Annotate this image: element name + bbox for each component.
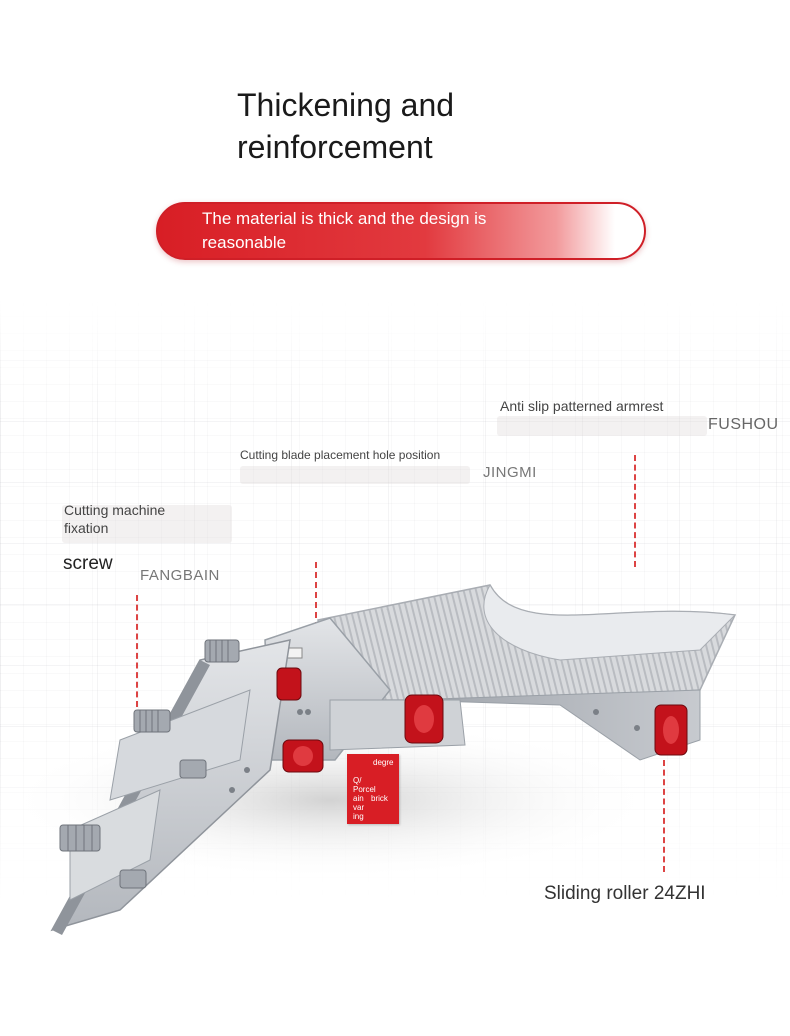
fixation-plate <box>109 689 251 801</box>
subtitle-text: The material is thick and the design is … <box>202 209 487 252</box>
label-glow <box>497 416 707 436</box>
porcelain-brick-sticker: degre Q/ Porcel ain var ing brick <box>347 754 399 824</box>
callout-armrest-code: FUSHOU <box>708 416 779 433</box>
callout-blade-code: JINGMI <box>483 464 537 481</box>
callout-armrest: Anti slip patterned armrest <box>500 398 664 414</box>
screw-threads <box>67 640 229 851</box>
sticker-brick-text: brick <box>371 794 388 803</box>
leader-line-screw <box>136 595 138 707</box>
subtitle-banner: The material is thick and the design is … <box>156 202 646 260</box>
sticker-porcelain-text: Q/ Porcel ain var ing <box>353 776 376 821</box>
leader-line-roller <box>663 760 665 872</box>
callout-screw: screw <box>63 553 113 574</box>
sticker-degree-text: degre <box>373 758 394 767</box>
page-title: Thickening and reinforcement <box>237 87 455 165</box>
leader-line-armrest <box>634 455 636 567</box>
callout-screw-code: FANGBAIN <box>140 567 220 584</box>
callout-fixation: Cutting machine fixation <box>64 502 166 536</box>
base-bridge <box>329 699 466 751</box>
sliding-roller-icon <box>276 667 688 773</box>
callout-roller: Sliding roller 24ZHI <box>544 883 706 904</box>
callout-blade-hole: Cutting blade placement hole position <box>240 448 441 462</box>
label-glow <box>240 466 470 484</box>
label-glow <box>62 505 232 543</box>
armrest-curve <box>483 583 737 661</box>
mount-holes <box>229 709 640 793</box>
fixation-plate-lower <box>69 789 161 901</box>
leader-line-blade <box>315 562 317 658</box>
